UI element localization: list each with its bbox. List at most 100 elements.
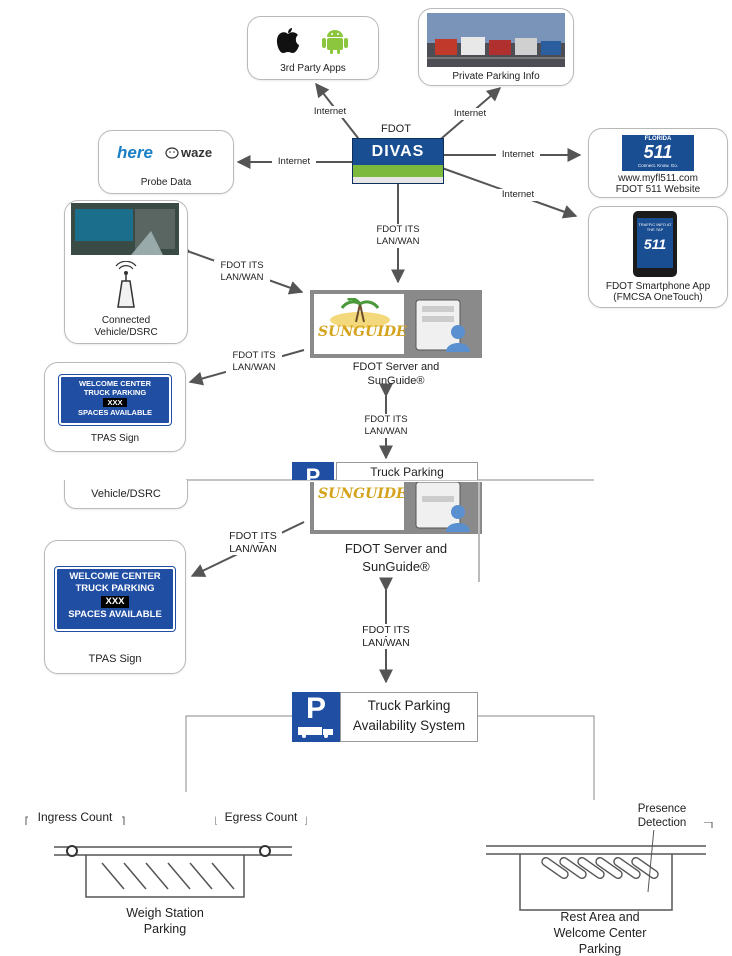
egress-sensor-icon	[259, 845, 271, 857]
link-label-divas-server-1: FDOT ITS	[366, 224, 430, 236]
presence-pointer	[647, 827, 655, 893]
fl511-logo-top: FLORIDA	[644, 136, 672, 142]
link-label-apps: Internet	[310, 106, 350, 118]
fl511-logo-tag: Connect. Know. Go.	[637, 163, 679, 168]
fl511-logo: FLORIDA 511 Connect. Know. Go.	[622, 135, 694, 171]
link-label-divas-server-2: LAN/WAN	[366, 236, 430, 248]
tpas-sign-line2: TRUCK PARKING	[83, 388, 147, 397]
divas-owner-label: FDOT	[381, 123, 411, 135]
tpsys-top-box: Truck Parking Availability System	[336, 462, 478, 480]
link-label-511: Internet	[496, 149, 540, 161]
tpsys-top-badge: P	[292, 462, 334, 480]
weigh-station-sublabel: Parking	[143, 922, 187, 936]
weigh-station-label: Weigh Station	[126, 906, 204, 920]
presence-sublabel: Detection	[620, 816, 704, 830]
server-label-top: FDOT Server and	[352, 361, 440, 373]
dsrc-antenna-icon	[115, 261, 137, 308]
rest-area-label: Rest Area and	[560, 910, 640, 924]
link-label-tpas-top-1: FDOT ITS	[226, 350, 282, 362]
rest-area-sublabel2: Parking	[578, 942, 622, 956]
link-label-private: Internet	[450, 108, 490, 120]
tpas-sign-line1-bottom: WELCOME CENTER	[69, 571, 161, 582]
server-user-icon	[415, 299, 470, 352]
line-to-rest	[476, 715, 595, 800]
third-party-apps-card: 3rd Party Apps	[247, 16, 379, 80]
tpsys-box: Truck Parking Availability System	[340, 692, 478, 742]
link-label-cv-2: LAN/WAN	[214, 272, 270, 284]
tpsys-top-line2: Availability System	[337, 479, 477, 480]
here-logo: here	[117, 143, 153, 162]
server-sublabel-bottom: SunGuide®	[362, 559, 430, 574]
tpsys-badge-letter: P	[305, 692, 326, 725]
link-label-app: Internet	[496, 189, 540, 201]
tpsys-top-line1: Truck Parking	[370, 465, 444, 479]
link-label-tpas-top-2: LAN/WAN	[226, 362, 282, 374]
vehicle-dashboard-photo	[71, 203, 179, 255]
server-user-icon-bottom	[415, 482, 470, 532]
fl511-app-sublabel: (FMCSA OneTouch)	[613, 292, 703, 303]
apple-icon	[276, 28, 299, 53]
sunguide-logo-bottom: SUNGUIDE	[314, 482, 404, 530]
probe-data-card: here waze Probe Data	[98, 130, 234, 194]
server-block-top: SUNGUIDE	[310, 290, 482, 358]
connected-vehicle-card: Connected Vehicle/DSRC	[64, 200, 188, 344]
vehicle-dsrc-label: Vehicle/DSRC	[91, 488, 161, 500]
app-screen-text: TRAFFIC INFO AT THE TAP	[638, 222, 672, 232]
private-parking-label: Private Parking Info	[452, 71, 540, 82]
tpsys-top-strip: P Truck Parking Availability System	[292, 462, 478, 480]
tpas-sign-display: WELCOME CENTER TRUCK PARKING XXX SPACES …	[58, 374, 172, 426]
android-icon	[322, 30, 348, 54]
tpas-sign-label-top: TPAS Sign	[90, 433, 140, 444]
probe-data-label: Probe Data	[140, 177, 192, 188]
tpas-sign-display-bottom: WELCOME CENTER TRUCK PARKING XXX SPACES …	[54, 566, 176, 632]
tpas-sign-card-bottom: WELCOME CENTER TRUCK PARKING XXX SPACES …	[44, 540, 186, 674]
ingress-count-label: Ingress Count	[28, 810, 122, 824]
fl511-logo-num: 511	[643, 142, 673, 162]
waze-icon	[165, 147, 179, 159]
link-label-tpsys-top-1: FDOT ITS	[356, 414, 416, 426]
palm-tree-icon	[330, 298, 390, 328]
waze-logo: waze	[181, 145, 213, 160]
server-block-bottom: SUNGUIDE	[310, 482, 482, 534]
server-sublabel-top: SunGuide®	[367, 375, 425, 387]
private-parking-card: Private Parking Info	[418, 8, 574, 86]
tpas-sign-line2-bottom: TRUCK PARKING	[75, 583, 155, 594]
connected-vehicle-sublabel: Vehicle/DSRC	[94, 327, 158, 338]
line-to-weigh	[185, 715, 292, 792]
fl511-website-label: FDOT 511 Website	[615, 184, 701, 195]
divas-footer-band	[353, 177, 443, 183]
server-bottom-divider	[478, 482, 480, 582]
fl511-website-url: www.myfl511.com	[618, 173, 698, 184]
rest-area-diagram	[486, 822, 713, 911]
divas-logo: DIVAS	[352, 138, 444, 184]
truck-lot-photo	[427, 13, 565, 67]
tpsys-line1: Truck Parking	[367, 698, 451, 713]
tpsys-badge: P	[292, 692, 340, 742]
tpas-sign-count: XXX	[103, 398, 127, 407]
sunguide-logo-text-bottom: SUNGUIDE	[318, 486, 404, 502]
link-label-cv-1: FDOT ITS	[214, 260, 270, 272]
app-logo-num: 511	[643, 236, 667, 252]
smartphone-icon: TRAFFIC INFO AT THE TAP 511	[633, 211, 677, 277]
tpas-sign-line3: SPACES AVAILABLE	[78, 408, 152, 417]
connected-vehicle-label: Connected	[101, 315, 151, 326]
rest-area-sublabel: Welcome Center	[553, 926, 647, 940]
third-party-apps-label: 3rd Party Apps	[280, 63, 346, 74]
link-label-tpsys-bottom-1: FDOT ITS	[354, 624, 418, 636]
fl511-website-card: FLORIDA 511 Connect. Know. Go. www.myfl5…	[588, 128, 728, 198]
fl511-app-label: FDOT Smartphone App	[605, 281, 711, 292]
truck-icon	[298, 727, 333, 738]
divas-logo-text: DIVAS	[371, 143, 425, 160]
link-label-tpsys-bottom-2: LAN/WAN	[354, 637, 418, 649]
vehicle-dsrc-card-clipped: Vehicle/DSRC	[64, 480, 188, 509]
link-label-tpsys-top-2: LAN/WAN	[356, 426, 416, 438]
divas-green-band	[353, 165, 443, 177]
ingress-sensor-icon	[66, 845, 78, 857]
tpas-sign-line3-bottom: SPACES AVAILABLE	[68, 609, 162, 620]
fl511-app-card: TRAFFIC INFO AT THE TAP 511 FDOT Smartph…	[588, 206, 728, 308]
tpas-sign-line1: WELCOME CENTER	[78, 379, 152, 388]
egress-count-label: Egress Count	[216, 810, 306, 824]
server-label-bottom: FDOT Server and	[344, 541, 448, 556]
tpsys-line2: Availability System	[352, 718, 466, 733]
smartphone-screen: TRAFFIC INFO AT THE TAP 511	[637, 218, 673, 268]
